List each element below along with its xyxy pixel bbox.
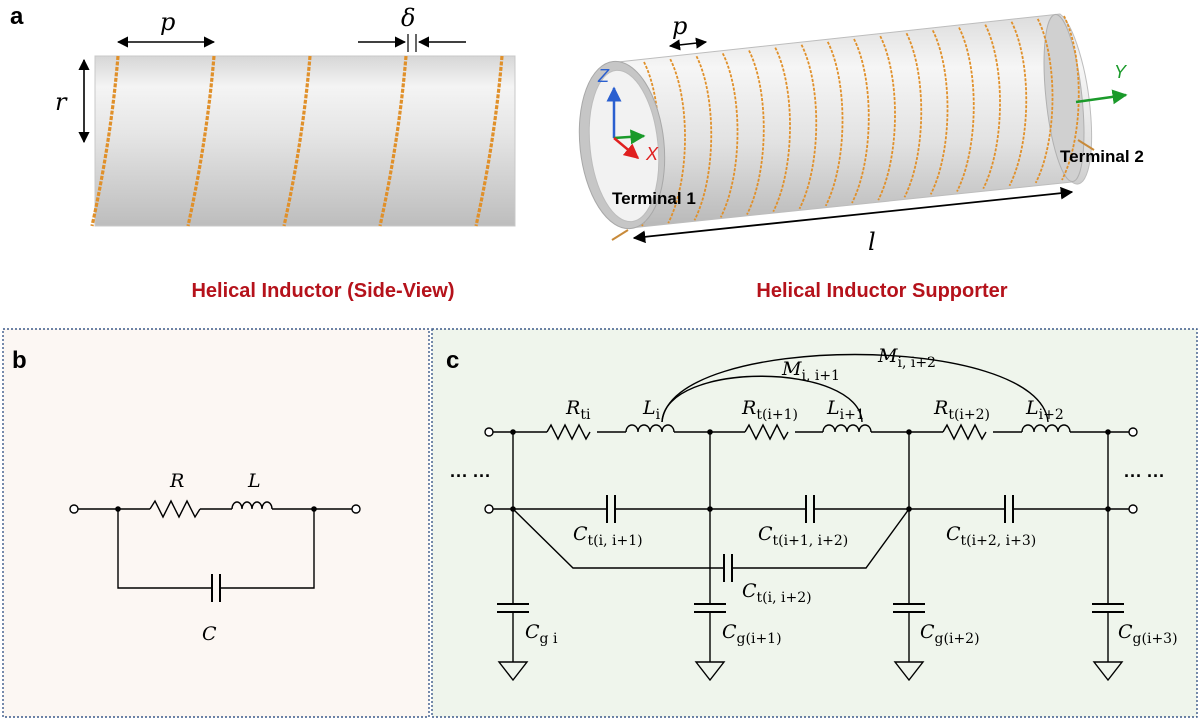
ground-capacitors bbox=[497, 603, 1124, 682]
winding-turn bbox=[474, 55, 504, 227]
rlc-circuit: R L C bbox=[69, 470, 361, 645]
length-dimension: l bbox=[632, 186, 1074, 256]
terminal-1-label: Terminal 1 bbox=[612, 189, 696, 208]
side-view-winding bbox=[90, 55, 504, 227]
winding-turn bbox=[1034, 18, 1054, 184]
ground-capacitor bbox=[497, 603, 529, 682]
resistor-r bbox=[149, 499, 201, 519]
winding-turn bbox=[877, 35, 896, 201]
pitch-symbol: p bbox=[160, 8, 175, 36]
panel-a-letter: a bbox=[10, 3, 24, 30]
label-ct-i-i2: Ct(i, i+2) bbox=[742, 580, 812, 606]
label-ct-i2-i3: Ct(i+2, i+3) bbox=[946, 523, 1036, 549]
panel-b-letter: b bbox=[12, 347, 27, 374]
winding-turn bbox=[956, 27, 975, 192]
winding-turn bbox=[1008, 21, 1028, 187]
label-r-ti1: Rt(i+1) bbox=[741, 397, 798, 423]
label-r: R bbox=[169, 470, 184, 492]
label-l-i: Li bbox=[642, 397, 661, 423]
label-r-ti: Rti bbox=[565, 397, 591, 423]
label-cg-i: Cg i bbox=[525, 621, 558, 647]
inductor-li2 bbox=[1021, 424, 1071, 433]
supporter-pitch-dimension: p bbox=[668, 12, 708, 51]
terminal-2-label: Terminal 2 bbox=[1060, 147, 1144, 166]
winding-turn bbox=[929, 29, 949, 195]
inductor-li1 bbox=[822, 424, 872, 433]
label-l-i1: Li+1 bbox=[826, 397, 865, 423]
label-cg-i1: Cg(i+1) bbox=[722, 621, 782, 647]
side-view-cylinder bbox=[90, 55, 516, 227]
label-l-i2: Li+2 bbox=[1025, 397, 1064, 423]
axis-x-label: X bbox=[645, 144, 659, 164]
label-ct-i-i1: Ct(i, i+1) bbox=[573, 523, 643, 549]
axis-y-label: Y bbox=[1114, 62, 1128, 82]
winding-turn bbox=[186, 55, 216, 227]
resistor-rti1 bbox=[744, 423, 789, 441]
winding-turn bbox=[982, 24, 1001, 190]
ground-capacitor bbox=[893, 603, 925, 682]
label-l: L bbox=[247, 470, 261, 492]
coordinate-axes: Z X Y bbox=[597, 62, 1128, 164]
supporter-tube bbox=[578, 13, 1095, 241]
supporter-pitch-symbol: p bbox=[672, 12, 687, 40]
winding-turn bbox=[851, 38, 870, 204]
gap-symbol: δ bbox=[401, 4, 415, 32]
inductor-l bbox=[231, 501, 273, 510]
label-cg-i3: Cg(i+3) bbox=[1118, 621, 1178, 647]
radius-dimension: r bbox=[55, 58, 90, 144]
ellipsis-right: ··· ··· bbox=[1124, 466, 1165, 486]
label-m-i-i1: Mi, i+1 bbox=[781, 358, 840, 384]
resistor-rti bbox=[546, 423, 591, 441]
winding-turn bbox=[378, 55, 408, 227]
resistor-rti2 bbox=[942, 423, 987, 441]
panel-c-labels: Rti Li Rt(i+1) Li+1 Rt(i+2) Li+2 Mi, i+1… bbox=[525, 345, 1178, 647]
winding-turn bbox=[903, 32, 923, 198]
winding-turn bbox=[282, 55, 312, 227]
inductor-li bbox=[625, 424, 675, 433]
pitch-dimension: p bbox=[116, 8, 216, 48]
label-r-ti2: Rt(i+2) bbox=[933, 397, 990, 423]
ellipsis-left: ··· ··· bbox=[450, 466, 491, 486]
ladder-circuit bbox=[484, 353, 1138, 682]
mutual-arc-1 bbox=[661, 375, 863, 423]
label-cg-i2: Cg(i+2) bbox=[920, 621, 980, 647]
mutual-arc-2 bbox=[661, 353, 1049, 423]
label-c: C bbox=[202, 623, 217, 645]
ground-capacitor bbox=[694, 603, 726, 682]
radius-symbol: r bbox=[55, 88, 68, 116]
length-symbol: l bbox=[868, 228, 876, 256]
ground-capacitor bbox=[1092, 603, 1124, 682]
side-view-caption: Helical Inductor (Side-View) bbox=[191, 280, 454, 302]
panel-c-letter: c bbox=[446, 347, 459, 374]
winding-turn bbox=[90, 55, 120, 227]
panel-b-frame bbox=[2, 328, 430, 718]
label-ct-i1-i2: Ct(i+1, i+2) bbox=[758, 523, 848, 549]
supporter-caption: Helical Inductor Supporter bbox=[756, 280, 1007, 302]
axis-z-label: Z bbox=[597, 66, 610, 86]
winding-turn bbox=[1061, 15, 1080, 181]
label-m-i-i2: Mi, i+2 bbox=[877, 345, 936, 371]
gap-dimension: δ bbox=[358, 4, 466, 52]
